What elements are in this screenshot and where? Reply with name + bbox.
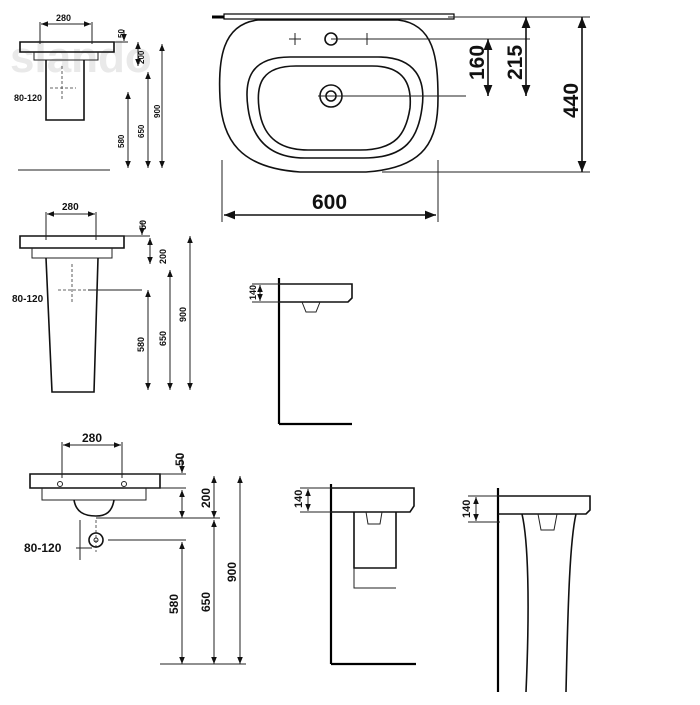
top-tap-label: 215 [504, 45, 527, 80]
wall-height-label: 140 [248, 285, 258, 300]
pedestal-height-label: 140 [461, 500, 473, 518]
mid-low-label: 650 [158, 331, 168, 346]
large-top-label: 50 [173, 452, 187, 466]
mid-spacing-label: 280 [62, 202, 79, 213]
profile-wall-hung: 140 [248, 278, 353, 426]
front-view-large: 280 50 200 80-120 580 650 900 [24, 431, 246, 665]
watermark-text: slando [10, 33, 152, 82]
small-total-label: 900 [153, 104, 162, 118]
small-top-label: 50 [117, 29, 126, 38]
large-mid-label: 580 [167, 594, 181, 614]
top-depth-label: 440 [560, 83, 583, 118]
small-spacing-label: 280 [56, 13, 71, 23]
mid-total-label: 900 [178, 307, 188, 322]
front-view-mid: 280 50 200 80-120 580 650 900 [12, 202, 193, 393]
large-total-label: 900 [225, 562, 239, 582]
small-mid-label: 580 [117, 134, 126, 148]
large-spacing-label: 280 [82, 431, 102, 445]
mid-top-label: 50 [138, 220, 148, 230]
top-width-label: 600 [312, 191, 347, 214]
small-low-label: 650 [137, 124, 146, 138]
mid-side-label: 80-120 [12, 294, 44, 305]
small-upper-label: 200 [137, 50, 146, 64]
large-low-label: 650 [199, 592, 213, 612]
large-side-label: 80-120 [24, 541, 62, 555]
profile-full-pedestal: 140 [461, 488, 591, 693]
top-view: 600 160 215 440 [212, 13, 590, 222]
large-upper-label: 200 [199, 488, 213, 508]
front-view-small: 280 50 200 80-120 580 650 900 [14, 13, 165, 171]
top-bowl-label: 160 [466, 45, 489, 80]
profile-semi-pedestal: 140 [293, 484, 416, 666]
mid-mid-label: 580 [136, 337, 146, 352]
small-side-label: 80-120 [14, 93, 42, 103]
semi-height-label: 140 [293, 490, 305, 508]
mid-upper-label: 200 [158, 249, 168, 264]
